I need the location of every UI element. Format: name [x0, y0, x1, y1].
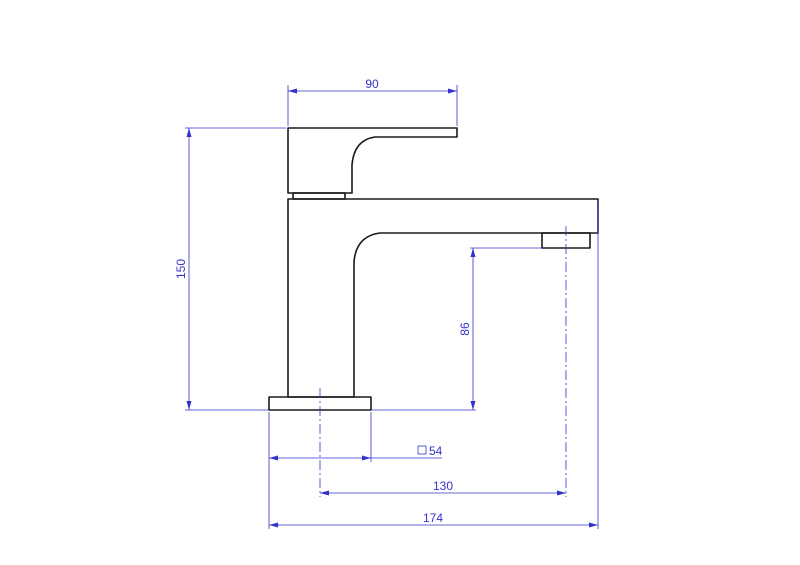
dimension-spout-reach: 130	[320, 479, 566, 496]
square-symbol-icon	[417, 445, 427, 455]
dimension-base-square: 54	[268, 412, 443, 529]
dim-label-total-height: 150	[174, 259, 188, 279]
handle-ring	[292, 192, 346, 200]
dim-label-spout-reach: 130	[433, 479, 453, 493]
dim-label-spout-height: 86	[458, 322, 472, 336]
faucet-outline	[268, 127, 599, 411]
dimension-total-depth: 174	[269, 201, 599, 529]
dimension-handle-width: 90	[287, 77, 458, 126]
dimension-spout-height: 86	[372, 247, 541, 411]
dimension-total-height: 150	[174, 127, 286, 411]
dim-label-handle-width: 90	[365, 77, 379, 91]
lever-handle	[287, 127, 458, 194]
dim-label-total-depth: 174	[423, 511, 443, 525]
dim-label-base-square: 54	[429, 444, 443, 458]
faucet-body-spout	[287, 198, 599, 398]
